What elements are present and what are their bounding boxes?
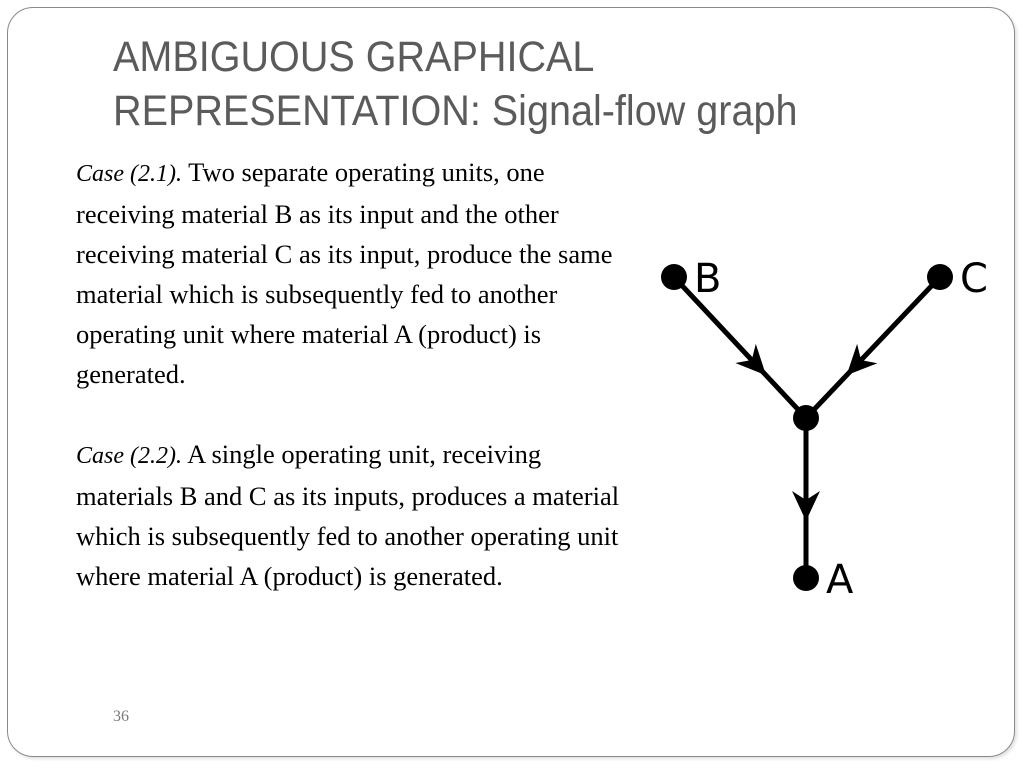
case-2-2-label: Case (2.2). <box>76 443 182 469</box>
node-B <box>661 264 687 290</box>
arrow-C-to-M-icon <box>846 343 878 376</box>
arrow-B-to-M-icon <box>735 343 767 376</box>
graph-nodes: B C A <box>661 256 988 603</box>
case-2-1-label: Case (2.1). <box>76 161 182 187</box>
arrow-M-to-A-icon <box>792 491 820 521</box>
slide-body: Case (2.1). Two separate operating units… <box>76 152 636 596</box>
title-line-1: AMBIGUOUS GRAPHICAL <box>113 33 595 81</box>
signal-flow-graph: B C A <box>661 256 988 603</box>
case-2-2-text: A single operating unit, receiving mater… <box>76 439 620 591</box>
node-label-C: C <box>960 256 988 302</box>
title-line-2: REPRESENTATION: Signal-flow graph <box>113 87 798 135</box>
graph-edges <box>672 275 942 578</box>
edge-B-to-M <box>672 275 808 420</box>
edge-C-to-M <box>804 275 942 420</box>
node-label-B: B <box>694 256 721 302</box>
node-C <box>927 264 953 290</box>
case-2-1-text: Two separate operating units, one receiv… <box>76 157 613 389</box>
slide-number: 36 <box>113 708 129 725</box>
node-M <box>793 405 819 431</box>
case-2-2-paragraph: Case (2.2). A single operating unit, rec… <box>76 434 636 596</box>
node-A <box>793 565 819 591</box>
slide-title: AMBIGUOUS GRAPHICAL REPRESENTATION: Sign… <box>113 30 904 138</box>
node-label-A: A <box>826 557 854 603</box>
case-2-1-paragraph: Case (2.1). Two separate operating units… <box>76 152 636 394</box>
slide-frame <box>7 7 1015 757</box>
